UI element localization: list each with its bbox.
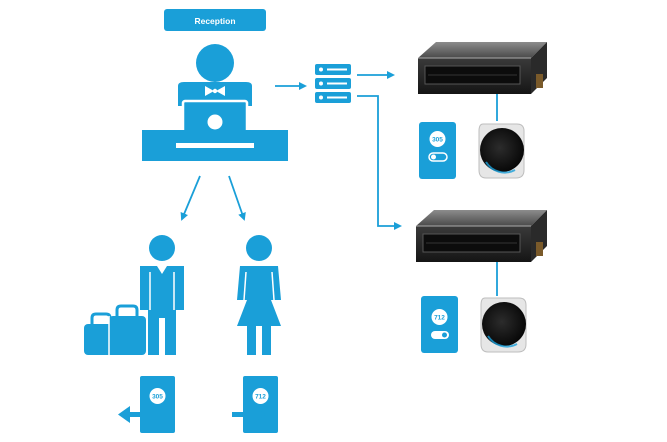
room-controller-icon: 305 xyxy=(419,122,456,179)
network-connections xyxy=(357,71,402,230)
reception-sign-icon: Reception xyxy=(164,9,266,31)
network-switch-icon xyxy=(315,64,351,103)
ducted-ac-unit-icon xyxy=(416,210,547,262)
wall-thermostat-icon xyxy=(478,123,525,179)
luggage-icon xyxy=(84,304,146,355)
room-controller-icon: 712 xyxy=(421,296,458,353)
wall-thermostat-icon xyxy=(480,297,527,353)
male-guest-icon xyxy=(140,235,184,355)
female-guest-icon xyxy=(237,235,281,355)
controller-room-305: 305 xyxy=(432,137,443,144)
controller-room-712: 712 xyxy=(434,315,445,322)
ducted-ac-unit-icon xyxy=(418,42,547,94)
receptionist-icon xyxy=(178,44,252,106)
reception-desk-icon xyxy=(142,130,288,161)
room-door-icon: 712 xyxy=(232,376,278,433)
door-room-305: 305 xyxy=(152,394,163,401)
reception-label: Reception xyxy=(194,16,235,26)
door-room-712: 712 xyxy=(255,394,266,401)
arrows-desk-to-guests xyxy=(180,175,246,221)
room-door-icon: 305 xyxy=(118,376,175,433)
